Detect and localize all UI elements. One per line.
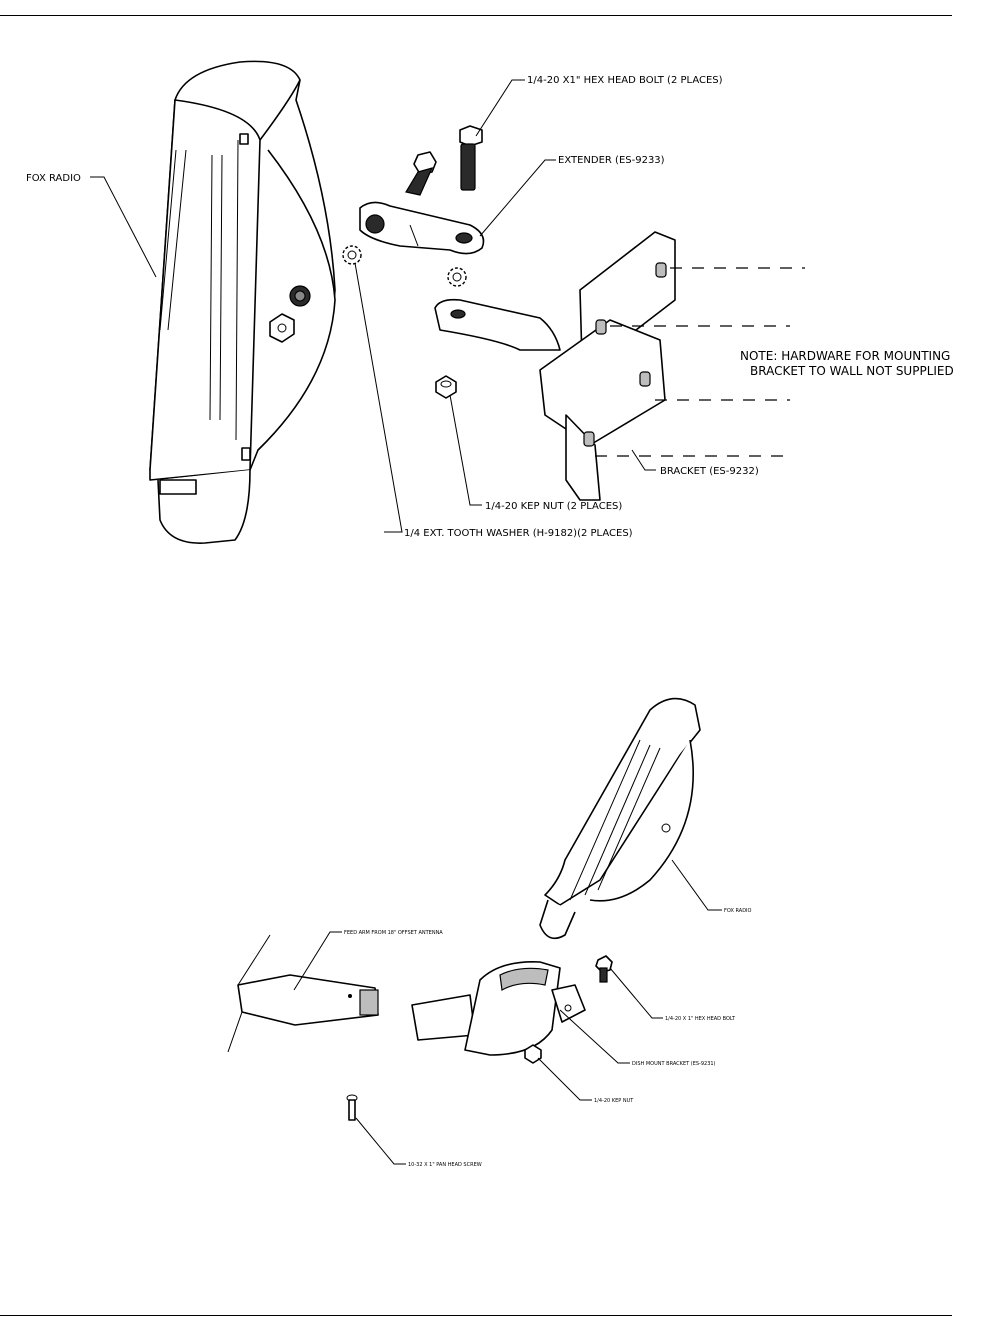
label-washer: 1/4 EXT. TOOTH WASHER (H-9182)(2 PLACES) (404, 528, 633, 539)
leader-washer (354, 262, 403, 533)
hex-bolts-top (405, 125, 483, 196)
label-hex-bolt-bottom: 1/4-20 X 1" HEX HEAD BOLT (665, 1016, 736, 1022)
dish-mount-bracket (411, 961, 586, 1056)
leader-feed-arm (293, 931, 342, 991)
top-rule (0, 15, 952, 16)
fox-radio-bottom (539, 697, 701, 940)
label-note-line2: BRACKET TO WALL NOT SUPPLIED (750, 364, 954, 378)
hardware-bottom (346, 955, 613, 1121)
label-kep-nut: 1/4-20 KEP NUT (2 PLACES) (485, 501, 622, 512)
leader-fox-radio (90, 176, 157, 278)
label-note-line1: NOTE: HARDWARE FOR MOUNTING (740, 349, 950, 363)
label-hex-bolt: 1/4-20 X1" HEX HEAD BOLT (2 PLACES) (527, 75, 723, 86)
label-kep-nut-bottom: 1/4-20 KEP NUT (594, 1098, 634, 1104)
kep-nut-top (435, 375, 457, 399)
bracket-top (434, 231, 676, 501)
bottom-figure: FEED ARM FROM 18" OFFSET ANTENNA FOX RAD… (227, 697, 752, 1168)
fox-radio-top (149, 60, 336, 544)
leader-hex-bolt (475, 79, 525, 137)
label-extender: EXTENDER (ES-9233) (558, 155, 665, 166)
label-fox-radio-bottom: FOX RADIO (724, 908, 752, 914)
label-feed-arm: FEED ARM FROM 18" OFFSET ANTENNA (344, 930, 443, 936)
leader-kep-nut (449, 394, 482, 506)
washers-top (342, 245, 467, 287)
leader-dish-bracket (559, 1009, 630, 1064)
top-figure: FOX RADIO 1/4-20 X1" HEX HEAD BOLT (2 PL… (26, 60, 954, 544)
leader-extender (479, 159, 556, 237)
leader-kep-nut-bottom (537, 1057, 592, 1101)
bottom-rule (0, 1315, 952, 1316)
feed-arm (227, 934, 379, 1053)
leader-hex-bolt-bottom (609, 967, 663, 1019)
leader-pan-screw (355, 1117, 406, 1165)
label-dish-bracket: DISH MOUNT BRACKET (ES-9231) (632, 1061, 716, 1067)
label-fox-radio: FOX RADIO (26, 173, 81, 184)
leader-bracket (631, 449, 656, 471)
label-pan-screw: 10-32 X 1" PAN HEAD SCREW (408, 1162, 482, 1168)
extender-top (359, 201, 485, 255)
label-bracket: BRACKET (ES-9232) (660, 466, 759, 477)
leader-fox-radio-bottom (671, 859, 722, 911)
